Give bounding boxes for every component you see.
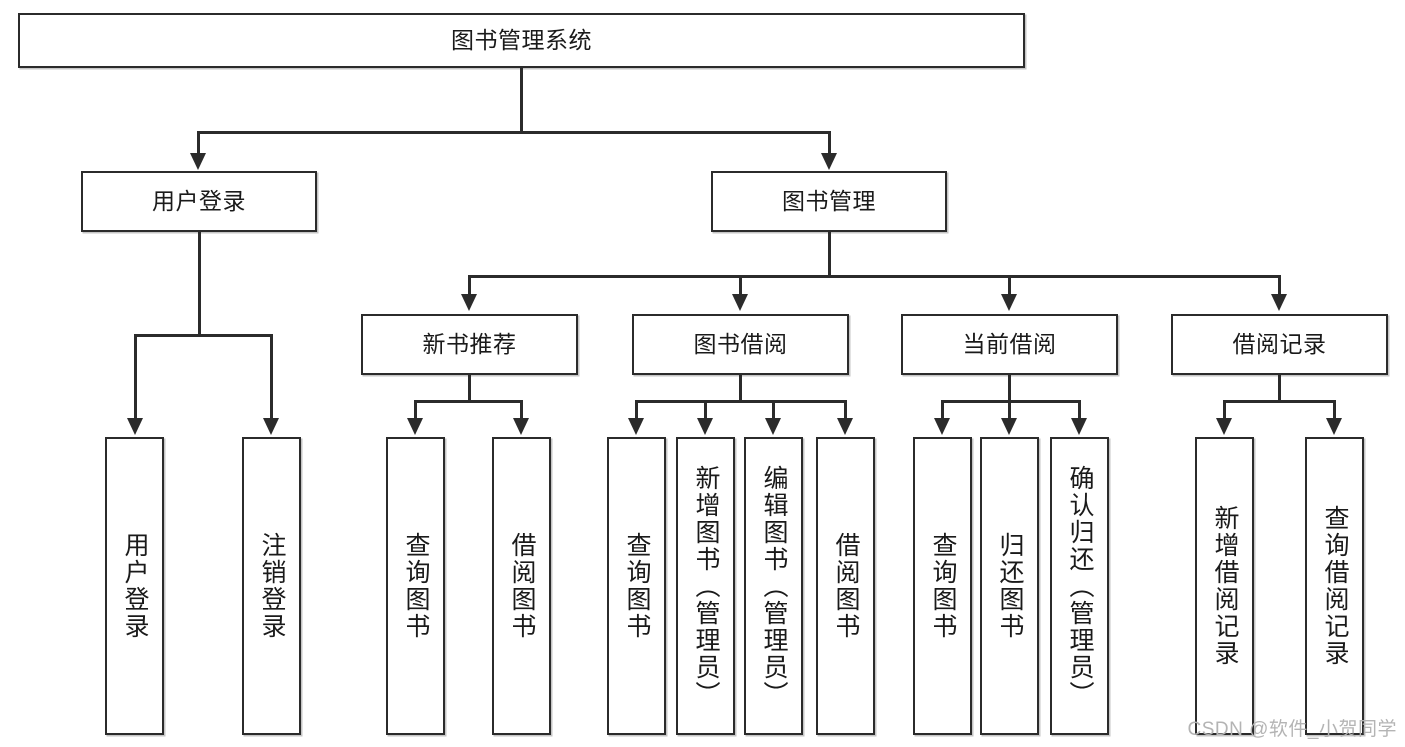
arrowhead-to-book-management <box>821 153 837 170</box>
connector-root-drop-user <box>197 131 200 155</box>
connector-new-book-stem <box>468 375 471 402</box>
arrowhead-to-leaf-return-book <box>1001 418 1017 435</box>
arrowhead-to-user-login <box>190 153 206 170</box>
node-label: 用户登录 <box>152 187 246 214</box>
leaf-add-book[interactable]: 新增图书（管理员） <box>676 437 735 735</box>
connector-book-borrow-bus <box>635 400 847 403</box>
arrowhead-to-borrow-record <box>1271 294 1287 311</box>
connector-book-management-stem <box>828 232 831 277</box>
leaf-confirm-return[interactable]: 确认归还（管理员） <box>1050 437 1109 735</box>
connector-borrow-record-bus <box>1223 400 1335 403</box>
node-borrow-record[interactable]: 借阅记录 <box>1171 314 1388 375</box>
arrowhead-to-leaf-query-book-2 <box>628 418 644 435</box>
node-label: 新增图书（管理员） <box>692 465 720 708</box>
connector-current-borrow-bus <box>941 400 1080 403</box>
connector-level3-bus <box>468 275 1281 278</box>
leaf-user-login[interactable]: 用户登录 <box>105 437 164 735</box>
arrowhead-to-leaf-query-book-1 <box>407 418 423 435</box>
node-label: 归还图书 <box>996 532 1024 640</box>
node-label: 注销登录 <box>258 532 286 640</box>
leaf-return-book[interactable]: 归还图书 <box>980 437 1039 735</box>
connector-user-login-stem <box>198 232 201 336</box>
node-label: 图书借阅 <box>693 330 788 357</box>
leaf-query-record[interactable]: 查询借阅记录 <box>1305 437 1364 735</box>
arrowhead-to-leaf-query-record <box>1326 418 1342 435</box>
node-label: 查询图书 <box>623 532 651 640</box>
connector-book-borrow-drop-1 <box>635 400 638 419</box>
connector-current-borrow-stem <box>1008 375 1011 402</box>
node-label: 查询图书 <box>402 532 430 640</box>
connector-user-login-drop-2 <box>270 334 273 419</box>
node-label: 新书推荐 <box>422 330 517 357</box>
node-new-book-recommend[interactable]: 新书推荐 <box>361 314 578 375</box>
arrowhead-to-book-borrow <box>732 294 748 311</box>
arrowhead-to-current-borrow <box>1001 294 1017 311</box>
node-label: 用户登录 <box>121 532 149 640</box>
node-current-borrow[interactable]: 当前借阅 <box>901 314 1118 375</box>
leaf-edit-book[interactable]: 编辑图书（管理员） <box>744 437 803 735</box>
csdn-watermark: CSDN @软件_小贺同学 <box>1187 719 1397 740</box>
connector-user-login-drop-1 <box>134 334 137 419</box>
node-label: 编辑图书（管理员） <box>760 465 788 708</box>
node-label: 借阅图书 <box>508 532 536 640</box>
node-label: 确认归还（管理员） <box>1066 465 1094 708</box>
arrowhead-to-leaf-logout <box>263 418 279 435</box>
leaf-query-book-1[interactable]: 查询图书 <box>386 437 445 735</box>
connector-current-borrow-drop-2 <box>1008 400 1011 419</box>
node-root-system[interactable]: 图书管理系统 <box>18 13 1025 68</box>
connector-book-borrow-drop-3 <box>772 400 775 419</box>
connector-new-book-drop-1 <box>414 400 417 419</box>
arrowhead-to-leaf-confirm-return <box>1071 418 1087 435</box>
arrowhead-to-leaf-add-book <box>697 418 713 435</box>
node-label: 图书管理 <box>782 187 876 214</box>
connector-new-book-drop-2 <box>520 400 523 419</box>
node-label: 当前借阅 <box>962 330 1057 357</box>
arrowhead-to-leaf-borrow-book-1 <box>513 418 529 435</box>
node-label: 新增借阅记录 <box>1211 505 1239 667</box>
arrowhead-to-leaf-borrow-book-2 <box>837 418 853 435</box>
connector-current-borrow-drop-3 <box>1078 400 1081 419</box>
connector-root-bus <box>197 131 831 134</box>
node-label: 查询图书 <box>929 532 957 640</box>
leaf-add-record[interactable]: 新增借阅记录 <box>1195 437 1254 735</box>
node-label: 查询借阅记录 <box>1321 505 1349 667</box>
arrowhead-to-leaf-user-login <box>127 418 143 435</box>
connector-root-drop-book <box>828 131 831 155</box>
arrowhead-to-leaf-add-record <box>1216 418 1232 435</box>
connector-borrow-record-drop-2 <box>1333 400 1336 419</box>
connector-user-login-bus <box>134 334 272 337</box>
leaf-borrow-book-1[interactable]: 借阅图书 <box>492 437 551 735</box>
connector-borrow-record-stem <box>1278 375 1281 402</box>
connector-root-stem <box>520 68 523 133</box>
leaf-logout[interactable]: 注销登录 <box>242 437 301 735</box>
node-label: 图书管理系统 <box>451 26 592 53</box>
arrowhead-to-new-book-recommend <box>461 294 477 311</box>
leaf-query-book-2[interactable]: 查询图书 <box>607 437 666 735</box>
node-label: 借阅图书 <box>832 532 860 640</box>
connector-book-borrow-stem <box>739 375 742 402</box>
connector-level3-drop-borrow-record <box>1278 275 1281 296</box>
leaf-borrow-book-2[interactable]: 借阅图书 <box>816 437 875 735</box>
connector-level3-drop-current-borrow <box>1008 275 1011 296</box>
arrowhead-to-leaf-edit-book <box>765 418 781 435</box>
node-book-borrow[interactable]: 图书借阅 <box>632 314 849 375</box>
connector-borrow-record-drop-1 <box>1223 400 1226 419</box>
leaf-query-book-3[interactable]: 查询图书 <box>913 437 972 735</box>
connector-new-book-bus <box>414 400 522 403</box>
connector-book-borrow-drop-4 <box>844 400 847 419</box>
arrowhead-to-leaf-query-book-3 <box>934 418 950 435</box>
node-book-management[interactable]: 图书管理 <box>711 171 947 232</box>
node-user-login[interactable]: 用户登录 <box>81 171 317 232</box>
connector-current-borrow-drop-1 <box>941 400 944 419</box>
node-label: 借阅记录 <box>1232 330 1327 357</box>
connector-book-borrow-drop-2 <box>704 400 707 419</box>
connector-level3-drop-book-borrow <box>739 275 742 296</box>
connector-level3-drop-new-book <box>468 275 471 296</box>
